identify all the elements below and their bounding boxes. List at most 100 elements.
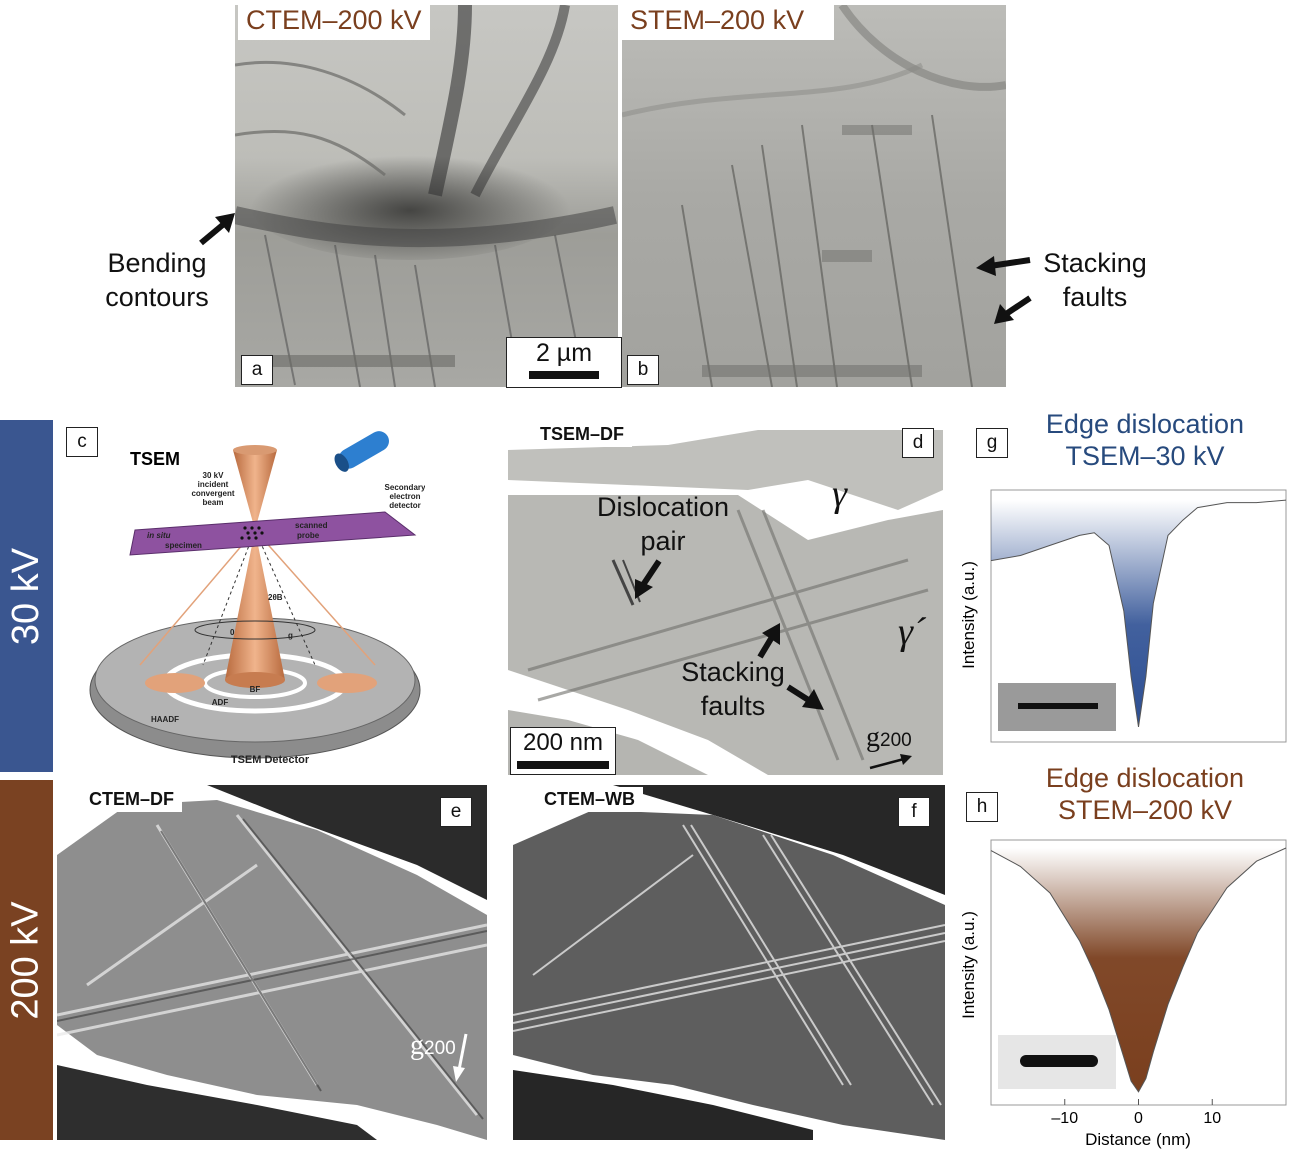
panel-a-micrograph <box>235 5 618 387</box>
panel-a-title: CTEM–200 kV <box>238 0 430 40</box>
bending-line1: Bending <box>107 248 207 278</box>
dislocation-arrow-icon <box>635 559 662 599</box>
panel-e-label: e <box>440 797 472 827</box>
panel-f-title: CTEM–WB <box>536 787 643 812</box>
ring-adf: ADF <box>212 698 229 707</box>
panel-a-label: a <box>241 355 273 385</box>
stacking-ab-line2: faults <box>1062 282 1128 312</box>
beam-label-2: incident <box>198 480 229 489</box>
chart-g-inset-dislocation <box>1018 703 1098 709</box>
beam-label-1: 30 kV <box>203 471 225 480</box>
panel-b-micrograph <box>622 5 1006 387</box>
beam-label-4: beam <box>203 498 224 507</box>
panel-f-texture <box>513 785 945 1140</box>
gamma-prime-label: γ´ <box>898 611 926 653</box>
panel-f-micrograph <box>513 785 945 1140</box>
scalebar-d-bar <box>517 761 609 769</box>
scalebar-a-bar <box>529 371 599 379</box>
chart-g-frame <box>990 489 1287 743</box>
panel-h-title-2: STEM–200 kV <box>1057 795 1233 825</box>
g200-e: g200 <box>410 1030 456 1062</box>
tsem-schematic: TSEM 30 kV incident convergent beam Seco… <box>89 431 425 766</box>
probe-label-2: probe <box>297 531 320 540</box>
dislocation-pair-callout: Dislocation pair <box>588 490 738 558</box>
bending-contours-callout: Bending contours <box>98 246 216 314</box>
stacking-faults-callout-d: Stacking faults <box>668 655 798 723</box>
g-label: g <box>288 631 293 640</box>
specimen-label-1: in situ <box>147 531 171 540</box>
panel-b-label: b <box>627 355 659 385</box>
gamma-label: γ <box>832 473 847 515</box>
secondary-detector-icon <box>334 431 389 472</box>
chart-h-plot <box>990 847 1287 1093</box>
stacking-d-line1: Stacking <box>681 657 785 687</box>
profile-line <box>990 499 1287 727</box>
panel-g-title-1: Edge dislocation <box>1045 409 1245 439</box>
panel-f-label: f <box>898 797 930 827</box>
panel-h-label: h <box>966 792 998 822</box>
side-band-200kv-text: 200 kV <box>5 900 47 1020</box>
stacking-arrows-ab-icon <box>976 256 1032 324</box>
g200-d: g200 <box>866 722 912 754</box>
scalebar-d: 200 nm <box>510 727 616 775</box>
x-tick-label: –10 <box>1051 1110 1078 1127</box>
bending-line2: contours <box>105 282 209 312</box>
dislocation-line2: pair <box>640 526 686 556</box>
sed-label-2: electron <box>389 492 420 501</box>
chart-g-ylabel: Intensity (a.u.) <box>959 561 978 669</box>
chart-g: Intensity (a.u.) <box>959 489 1287 743</box>
scalebar-a-text: 2 µm <box>535 339 593 367</box>
stacking-d-line2: faults <box>700 691 766 721</box>
g200-e-arrow-icon <box>453 1033 468 1082</box>
profile-line <box>990 847 1287 1093</box>
g200-d-g: g <box>866 722 880 753</box>
scalebar-a: 2 µm <box>506 337 622 388</box>
panel-d-label: d <box>902 428 934 458</box>
df-spot-left <box>145 673 205 693</box>
ring-haadf: HAADF <box>151 715 179 724</box>
zero-label: 0 <box>230 628 235 637</box>
chart-h-inset-dislocation <box>1020 1055 1098 1067</box>
stacking-faults-callout-ab: Stacking faults <box>1035 246 1155 314</box>
stacking-arrows-d-icon <box>757 623 824 710</box>
side-band-30kv-text: 30 kV <box>5 547 48 645</box>
scalebar-d-text: 200 nm <box>522 729 604 756</box>
panel-g-label: g <box>976 428 1008 458</box>
panel-b-title: STEM–200 kV <box>622 0 835 40</box>
ring-bf: BF <box>250 685 261 694</box>
chart-h-ylabel: Intensity (a.u.) <box>959 911 978 1019</box>
panel-e-title: CTEM–DF <box>81 787 182 812</box>
chart-h-xlabel: Distance (nm) <box>1085 1130 1191 1149</box>
panel-a-texture <box>235 5 617 387</box>
angle-label: 2θB <box>268 593 283 602</box>
sed-label-3: detector <box>389 501 421 510</box>
panel-h-title-1: Edge dislocation <box>1045 763 1245 793</box>
g200-d-arrow-icon <box>869 754 912 770</box>
profile-fill <box>991 500 1286 727</box>
transmitted-cone <box>225 530 285 680</box>
panel-e-micrograph <box>57 785 487 1140</box>
side-band-200kv: 200 kV <box>0 780 53 1140</box>
incident-beam <box>233 450 277 530</box>
sed-label-1: Secondary <box>385 483 425 492</box>
df-spot-right <box>317 673 377 693</box>
panel-g-title-2: TSEM–30 kV <box>1065 441 1225 471</box>
chart-g-plot <box>990 499 1287 727</box>
panel-d-title: TSEM–DF <box>532 422 633 447</box>
dislocation-line1: Dislocation <box>596 492 730 522</box>
specimen-label-2: specimen <box>165 541 202 550</box>
tsem-title: TSEM <box>130 449 180 469</box>
g200-d-sub: 200 <box>880 730 912 751</box>
panel-b-texture <box>622 5 1006 387</box>
bending-arrow-icon <box>199 213 235 246</box>
panel-g-title: Edge dislocation TSEM–30 kV <box>1010 408 1280 472</box>
profile-fill <box>991 847 1286 1092</box>
g200-e-sub: 200 <box>424 1038 456 1059</box>
panel-c-label: c <box>66 427 98 457</box>
specimen-plane <box>129 511 417 556</box>
g200-e-g: g <box>410 1030 424 1061</box>
probe-label-1: scanned <box>295 521 328 530</box>
x-tick-label: 0 <box>1134 1110 1143 1127</box>
